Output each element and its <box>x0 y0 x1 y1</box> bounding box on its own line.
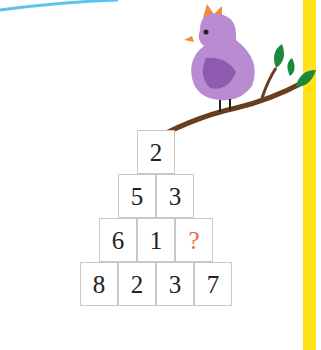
cell-number: 5 <box>131 184 144 209</box>
number-cell: 2 <box>118 262 156 306</box>
cell-number: 2 <box>131 272 144 297</box>
cell-number: 3 <box>169 184 182 209</box>
cell-number: 7 <box>207 272 220 297</box>
number-cell: 7 <box>194 262 232 306</box>
number-cell: ? <box>175 218 213 262</box>
number-cell: 6 <box>99 218 137 262</box>
number-cell: 8 <box>80 262 118 306</box>
cell-number: 8 <box>93 272 106 297</box>
bird <box>184 4 255 112</box>
cell-number: 1 <box>150 228 163 253</box>
number-cell: 3 <box>156 262 194 306</box>
cell-number: 6 <box>112 228 125 253</box>
number-cell: 2 <box>137 130 175 174</box>
decor-line <box>0 0 118 10</box>
number-cell: 5 <box>118 174 156 218</box>
cell-number: 2 <box>150 140 163 165</box>
side-bar <box>303 0 316 350</box>
number-cell: 1 <box>137 218 175 262</box>
cell-number: 3 <box>169 272 182 297</box>
number-cell: 3 <box>156 174 194 218</box>
cell-number: ? <box>188 228 199 253</box>
